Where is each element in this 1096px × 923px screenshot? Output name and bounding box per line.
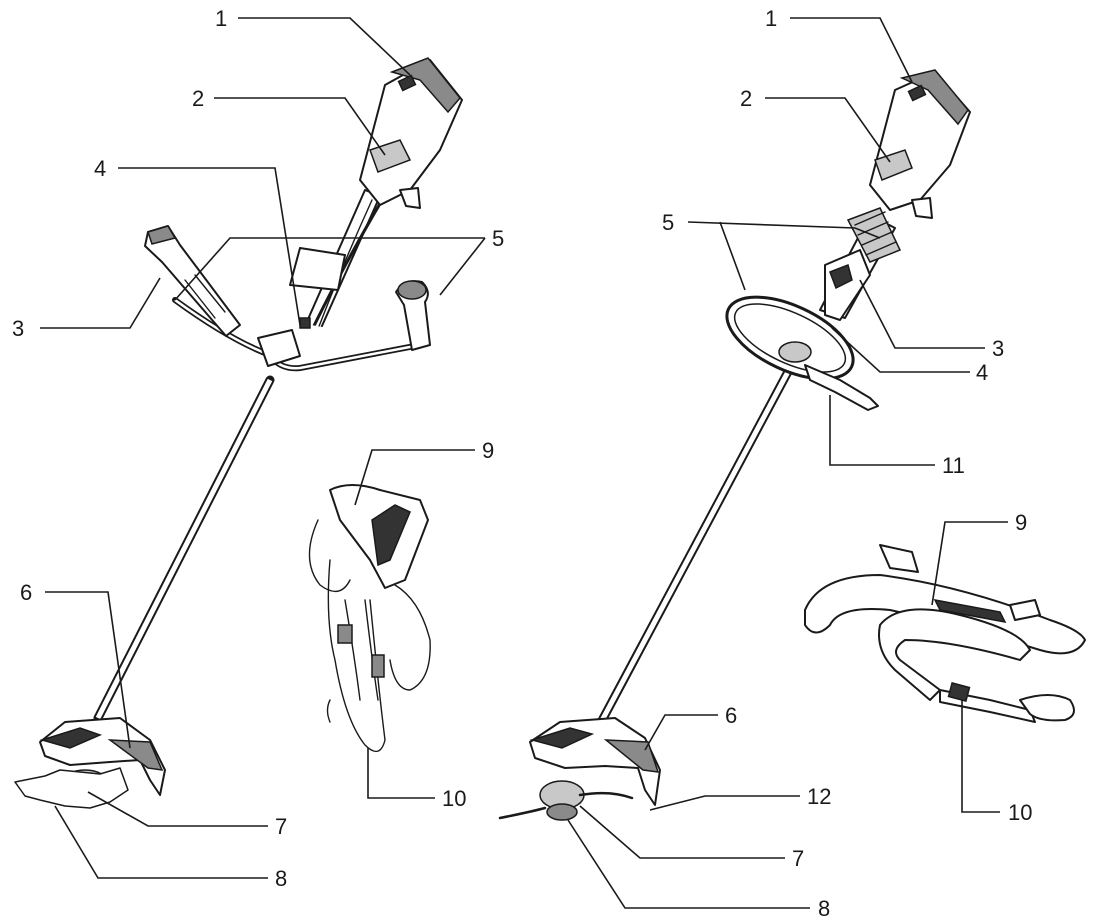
right-label-8: 8 xyxy=(818,896,830,921)
left-label-7: 7 xyxy=(275,814,287,839)
left-label-5: 5 xyxy=(492,226,504,251)
left-leader-lines xyxy=(40,17,486,879)
left-label-9: 9 xyxy=(482,438,494,463)
right-labels: 1 2 3 4 5 6 7 8 9 10 11 12 xyxy=(662,6,1032,921)
right-label-9: 9 xyxy=(1015,510,1027,535)
right-label-1: 1 xyxy=(765,6,777,31)
left-label-4: 4 xyxy=(94,156,106,181)
right-label-11: 11 xyxy=(942,453,965,478)
left-label-10: 10 xyxy=(442,786,466,811)
right-label-3: 3 xyxy=(992,336,1004,361)
right-label-12: 12 xyxy=(807,784,831,809)
right-label-7: 7 xyxy=(792,846,804,871)
right-label-2: 2 xyxy=(740,86,752,111)
right-trimmer-drawing xyxy=(498,69,971,821)
left-label-6: 6 xyxy=(20,580,32,605)
left-harness-drawing xyxy=(308,484,431,753)
left-label-2: 2 xyxy=(192,86,204,111)
left-trimmer-drawing xyxy=(14,57,463,809)
right-label-10: 10 xyxy=(1008,800,1032,825)
left-label-3: 3 xyxy=(12,316,24,341)
right-label-4: 4 xyxy=(976,360,988,385)
left-label-1: 1 xyxy=(215,6,227,31)
right-leader-lines xyxy=(567,17,1008,909)
left-label-8: 8 xyxy=(275,866,287,891)
right-label-6: 6 xyxy=(725,703,737,728)
left-labels: 1 2 3 4 5 6 7 8 9 10 xyxy=(12,6,504,891)
right-harness-drawing xyxy=(804,544,1086,723)
right-label-5: 5 xyxy=(662,210,674,235)
